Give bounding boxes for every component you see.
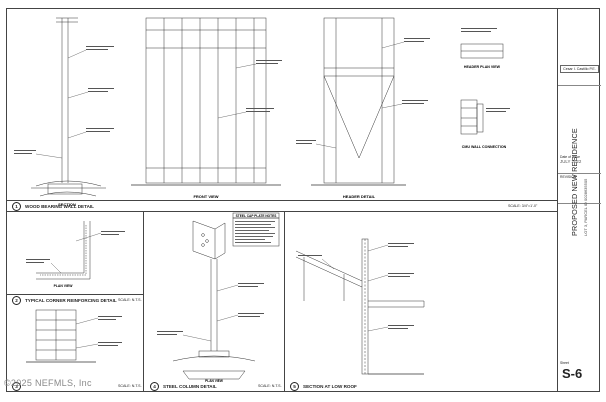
row4-title: 4 STEEL COLUMN DETAIL xyxy=(150,382,217,391)
row1-title: 1 WOOD BEARING WALL DETAIL xyxy=(12,202,94,211)
col-divider-2 xyxy=(284,211,285,392)
row2-number: 2 xyxy=(12,296,21,305)
steel-column-plan-label: PLAN VIEW xyxy=(205,379,223,383)
date-label: Date of Issue xyxy=(560,155,580,159)
date-value: JULY 2022 xyxy=(560,159,582,164)
row5-title-text: SECTION AT LOW ROOF xyxy=(303,384,357,389)
plan-view-label: PLAN VIEW xyxy=(54,284,74,288)
row4-number: 4 xyxy=(150,382,159,391)
row1-number: 1 xyxy=(12,202,21,211)
header-detail-label: HEADER DETAIL xyxy=(343,194,376,199)
row2-scale: SCALE: N.T.S. xyxy=(118,298,142,302)
row4-scale: SCALE: N.T.S. xyxy=(258,384,282,388)
project-title: PROPOSED NEW RESIDENCE xyxy=(570,128,579,236)
lot-parcel: LOT 3, PARCEL ID 0028635505 xyxy=(583,178,588,236)
date-cell: Date of Issue JULY 2022 xyxy=(558,154,601,174)
sheet-label-cell: Sheet xyxy=(558,360,601,370)
corner-reinforcing-drawing: PLAN VIEW xyxy=(26,221,125,288)
row2-title-text: TYPICAL CORNER REINFORCING DETAIL xyxy=(25,298,117,303)
row5-number: 5 xyxy=(290,382,299,391)
row1-divider xyxy=(6,200,557,201)
row5-title: 5 SECTION AT LOW ROOF xyxy=(290,382,357,391)
left-mid-divider xyxy=(6,294,143,295)
engineer-stamp: Cesar I. Castillo P.E. xyxy=(558,64,601,86)
steel-cap-notes-title: STEEL CAP PLATE NOTES xyxy=(236,214,277,218)
row1-title-text: WOOD BEARING WALL DETAIL xyxy=(25,204,94,209)
header-plan-view-label: HEADER PLAN VIEW xyxy=(464,65,501,69)
low-roof-section-drawing xyxy=(295,238,425,375)
title-block: Cesar I. Castillo P.E. Date of Issue JUL… xyxy=(557,8,601,392)
row1-scale: SCALE: 3/4"=1'-0" xyxy=(508,204,538,208)
row3-title: 3 xyxy=(12,382,25,391)
steel-column-drawing: STEEL CAP PLATE NOTES PLAN VIEW xyxy=(157,212,280,383)
front-view-label: FRONT VIEW xyxy=(193,194,218,199)
row4-title-text: STEEL COLUMN DETAIL xyxy=(163,384,217,389)
watermark: ©2025 NEFMLS, Inc xyxy=(4,378,92,388)
revision-cell: REVISION xyxy=(558,174,601,204)
row2-title: 2 TYPICAL CORNER REINFORCING DETAIL xyxy=(12,296,117,305)
row1-divider-bottom xyxy=(6,211,557,212)
row3-number: 3 xyxy=(12,382,21,391)
cmu-connection-label: CMU WALL CONNECTION xyxy=(462,145,507,149)
col-divider-1 xyxy=(143,211,144,392)
detail-3-drawing xyxy=(26,309,122,363)
sheet-label: Sheet xyxy=(560,361,569,365)
wood-bearing-wall-drawings: SECTION FRONT VIEW HEADER DETAIL HEADER … xyxy=(14,17,510,207)
section-label: SECTION xyxy=(58,202,76,207)
revision-label: REVISION xyxy=(560,175,577,179)
sheet-number: S-6 xyxy=(562,366,583,381)
row3-scale: SCALE: N.T.S. xyxy=(118,384,142,388)
engineer-name: Cesar I. Castillo P.E. xyxy=(560,65,599,73)
